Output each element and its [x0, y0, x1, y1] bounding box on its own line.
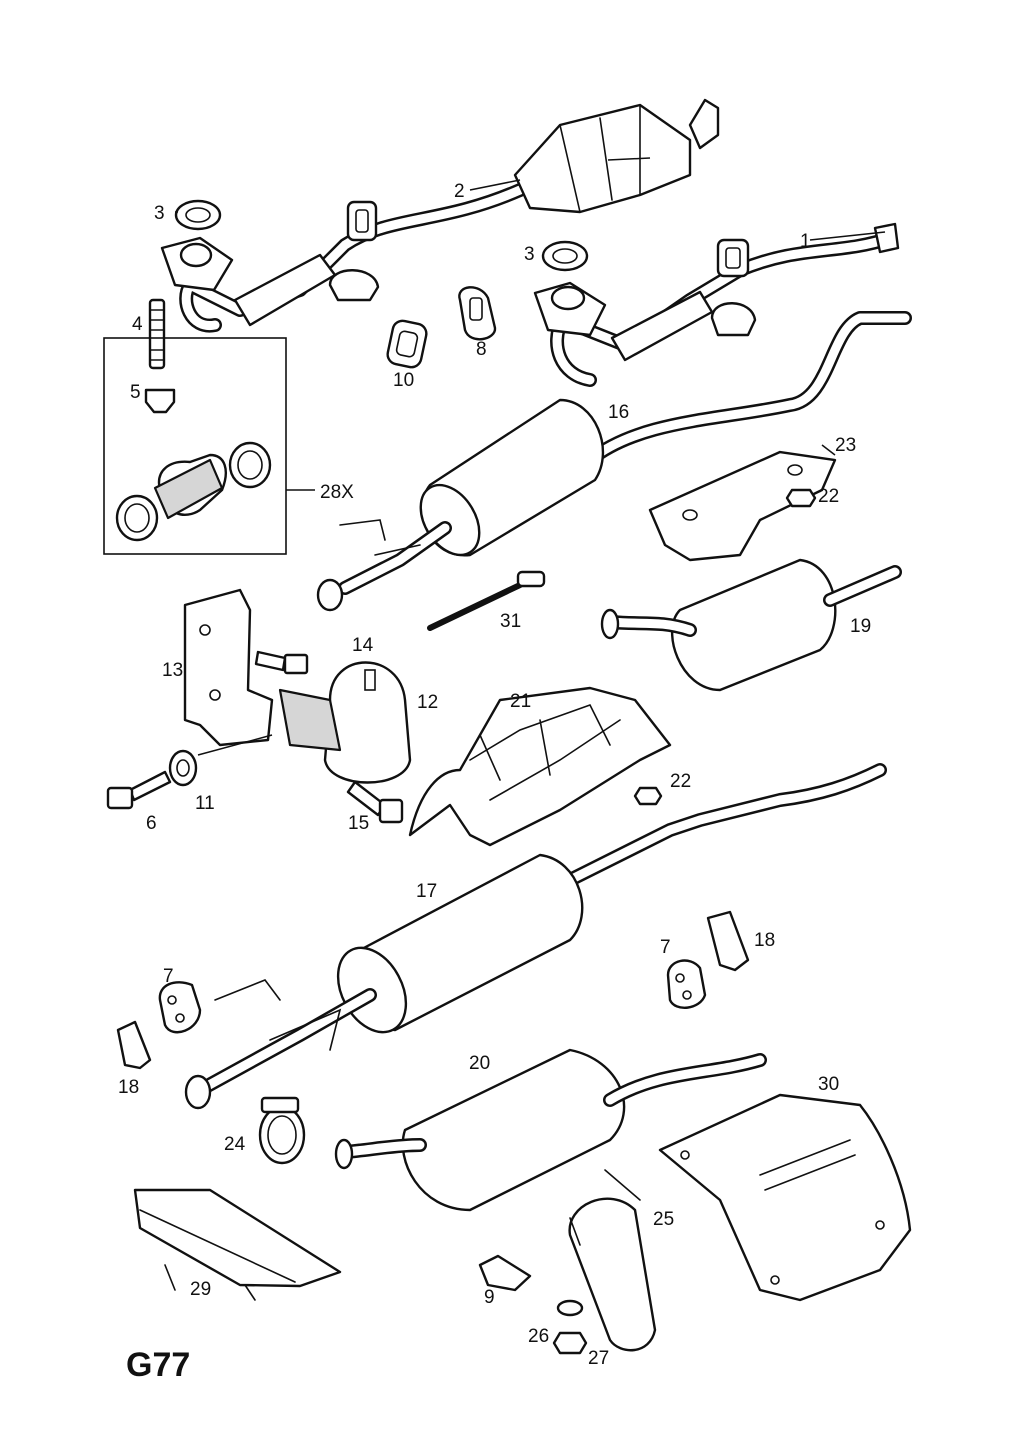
- callout-5: 5: [130, 382, 141, 403]
- diagram-code: G77: [126, 1346, 190, 1384]
- callout-7-left: 7: [163, 966, 174, 987]
- stud-4: [148, 298, 166, 370]
- callout-20: 20: [469, 1053, 490, 1074]
- gasket-3-right: [541, 240, 589, 272]
- callout-9: 9: [484, 1287, 495, 1308]
- bracket-13: [183, 588, 274, 747]
- callout-18-right: 18: [754, 930, 775, 951]
- washer-11-hole: [176, 759, 190, 777]
- callout-4: 4: [132, 314, 143, 335]
- bracket-9: [478, 1254, 532, 1292]
- callout-31: 31: [500, 611, 521, 632]
- callout-28x: 28X: [320, 482, 354, 503]
- rubber-ring-10: [386, 319, 428, 369]
- callout-27: 27: [588, 1348, 609, 1369]
- callouts: 1 2 3 3 4 5 6 7 7 8 9 10 11 12 13 14 15 …: [118, 181, 871, 1369]
- rubber-mount-7-right: [666, 959, 707, 1009]
- clip-18-right: [706, 910, 750, 972]
- bolt-15: [346, 780, 404, 824]
- callout-3-right: 3: [524, 244, 535, 265]
- heat-shield-23: [648, 450, 837, 562]
- callout-6: 6: [146, 813, 157, 834]
- callout-24: 24: [224, 1134, 246, 1155]
- callout-29: 29: [190, 1279, 211, 1300]
- front-pipe: [533, 222, 900, 387]
- washer-26: [556, 1299, 584, 1317]
- clamp-1: [710, 302, 757, 337]
- callout-21: 21: [510, 691, 531, 712]
- callout-2: 2: [454, 181, 465, 202]
- gasket-3-right-hole: [552, 248, 578, 264]
- callout-22-lower: 22: [670, 771, 691, 792]
- bolt-upper: [254, 650, 309, 675]
- callout-14: 14: [352, 635, 374, 656]
- clamp-12: [278, 661, 412, 784]
- gasket-3-left: [174, 199, 222, 231]
- nut-22-lower: [633, 786, 663, 806]
- callout-17: 17: [416, 881, 437, 902]
- heat-shield-21: [408, 686, 672, 847]
- nut-27: [552, 1331, 588, 1355]
- main-silencer-17: [184, 763, 887, 1110]
- hanger-rubber-2: [346, 200, 378, 242]
- rear-silencer-20: [334, 1048, 767, 1212]
- strap-clamp-25: [568, 1169, 657, 1352]
- front-pipe-with-catalyst: [160, 98, 720, 333]
- callout-10: 10: [393, 370, 414, 391]
- callout-22-upper: 22: [818, 486, 839, 507]
- callout-7-right: 7: [660, 937, 671, 958]
- callout-1: 1: [800, 231, 811, 252]
- middle-silencer-16: [316, 311, 912, 612]
- callout-8: 8: [476, 339, 487, 360]
- repair-kit-box: [103, 337, 315, 555]
- clamp-24: [258, 1096, 306, 1165]
- heat-shield-29: [133, 1188, 342, 1301]
- callout-30: 30: [818, 1074, 839, 1095]
- callout-16: 16: [608, 402, 629, 423]
- rubber-mount-7-left: [158, 981, 202, 1034]
- callout-13: 13: [162, 660, 183, 681]
- callout-19: 19: [850, 616, 871, 637]
- gasket-3-left-hole: [185, 207, 211, 223]
- callout-15: 15: [348, 813, 369, 834]
- callout-18-left: 18: [118, 1077, 139, 1098]
- rivet-31: [427, 570, 546, 631]
- nut-22-upper: [785, 488, 817, 508]
- heat-shield-30: [658, 1093, 912, 1302]
- callout-12: 12: [417, 692, 438, 713]
- callout-25: 25: [653, 1209, 674, 1230]
- callout-26: 26: [528, 1326, 549, 1347]
- clamp-2: [328, 269, 380, 302]
- leader-lines: [175, 157, 886, 756]
- clip-18-left: [116, 1020, 152, 1070]
- callout-11: 11: [195, 793, 215, 814]
- rear-silencer-19: [600, 558, 902, 692]
- callout-3-left: 3: [154, 203, 165, 224]
- callout-23: 23: [835, 435, 856, 456]
- hanger-rubber-1: [716, 238, 750, 278]
- rubber-ring-8: [458, 286, 497, 341]
- washer-11: [168, 749, 198, 787]
- bolt-6: [106, 770, 172, 810]
- nut-5: [144, 388, 176, 414]
